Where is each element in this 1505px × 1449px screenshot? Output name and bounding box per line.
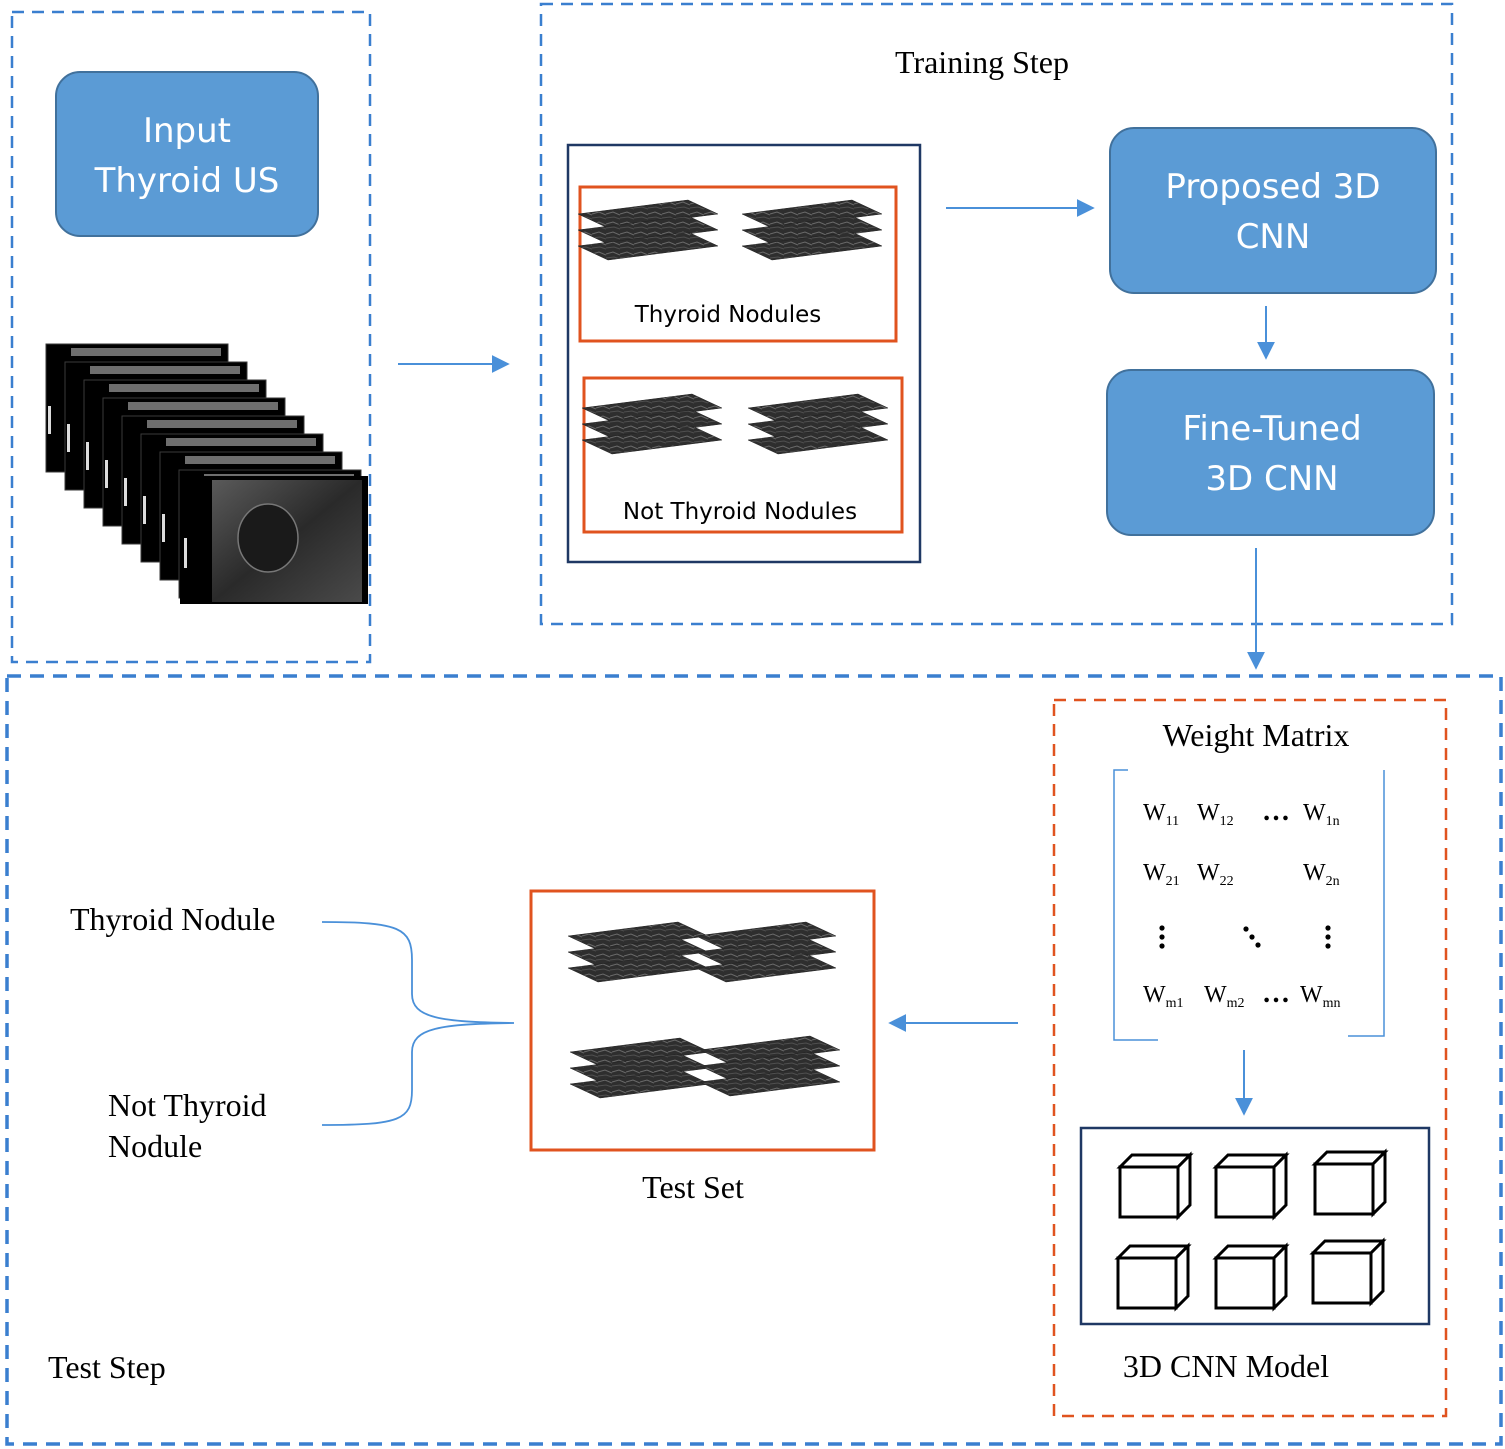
matrix-left-bracket: [1113, 769, 1158, 1041]
test-section-border: [5, 674, 1503, 1446]
proposed-cnn-box[interactable]: [1109, 127, 1437, 294]
matrix-entry: W2n: [1303, 860, 1340, 889]
ellipsis-dot: [1159, 925, 1165, 931]
finetuned-cnn-line1: Fine-Tuned: [1182, 409, 1361, 449]
cube-icon: [1313, 1150, 1387, 1216]
output-brace: [321, 921, 515, 1126]
output-not-thyroid-line2: Nodule: [108, 1128, 202, 1164]
output-not-thyroid-line1: Not Thyroid: [108, 1087, 267, 1123]
matrix-entry: Wmn: [1300, 982, 1341, 1011]
test-slice-stack: [567, 921, 709, 983]
test-slice-stack: [569, 1037, 711, 1099]
cube-icon: [1116, 1244, 1190, 1310]
test-step-title: Test Step: [48, 1349, 166, 1385]
training-step-title: Training Step: [895, 44, 1069, 80]
matrix-right-bracket: [1348, 770, 1385, 1037]
weight-matrix-section: [1052, 698, 1448, 1418]
not-nodules-group-box: [582, 376, 904, 534]
matrix-entry: W1n: [1303, 800, 1340, 829]
input-box[interactable]: [55, 71, 319, 237]
ultrasound-slices-stack: [45, 343, 368, 604]
matrix-entry: …: [1262, 796, 1290, 827]
not-nodules-group-label: Not Thyroid Nodules: [623, 499, 857, 525]
test-slice-stack: [695, 921, 837, 983]
cnn-model-label: 3D CNN Model: [1123, 1348, 1329, 1384]
training-set-frame: [566, 143, 922, 564]
cube-icon: [1311, 1239, 1385, 1305]
cube-icon: [1214, 1153, 1288, 1219]
nodules-group-label: Thyroid Nodules: [634, 302, 822, 328]
cube-icon: [1118, 1153, 1192, 1219]
cube-icon: [1214, 1244, 1288, 1310]
ellipsis-dot: [1325, 943, 1331, 949]
matrix-entry: W21: [1143, 860, 1180, 889]
weight-matrix-title: Weight Matrix: [1163, 717, 1350, 753]
test-slice-stack: [699, 1035, 841, 1097]
ellipsis-dot: [1159, 934, 1165, 940]
input-box-line1: Input: [143, 111, 231, 151]
finetuned-cnn-box[interactable]: [1106, 369, 1435, 536]
test-set-label: Test Set: [642, 1169, 744, 1205]
training-section-border: [539, 2, 1454, 626]
not-nodule-slice-stack: [747, 393, 889, 455]
ellipsis-dot: [1325, 925, 1331, 931]
cnn-model-box: [1079, 1126, 1431, 1326]
matrix-entry: Wm2: [1204, 982, 1245, 1011]
matrix-entry: W12: [1197, 800, 1234, 829]
matrix-entry: …: [1262, 978, 1290, 1009]
ellipsis-dot: [1325, 934, 1331, 940]
proposed-cnn-line2: CNN: [1236, 217, 1311, 257]
nodule-slice-stack: [577, 199, 719, 261]
matrix-entry: W22: [1197, 860, 1234, 889]
ellipsis-dot: [1243, 926, 1249, 932]
input-section-border: [10, 10, 372, 664]
output-thyroid-nodule: Thyroid Nodule: [70, 901, 275, 937]
nodule-slice-stack: [741, 199, 883, 261]
finetuned-cnn-line2: 3D CNN: [1205, 459, 1338, 499]
nodules-group-box: [578, 185, 898, 343]
ellipsis-dot: [1249, 934, 1255, 940]
matrix-entry: Wm1: [1143, 982, 1184, 1011]
test-set-box: [529, 889, 876, 1152]
input-box-line2: Thyroid US: [94, 161, 280, 201]
proposed-cnn-line1: Proposed 3D: [1165, 167, 1380, 207]
ellipsis-dot: [1159, 943, 1165, 949]
not-nodule-slice-stack: [581, 393, 723, 455]
ellipsis-dot: [1255, 942, 1261, 948]
matrix-entry: W11: [1143, 800, 1179, 829]
